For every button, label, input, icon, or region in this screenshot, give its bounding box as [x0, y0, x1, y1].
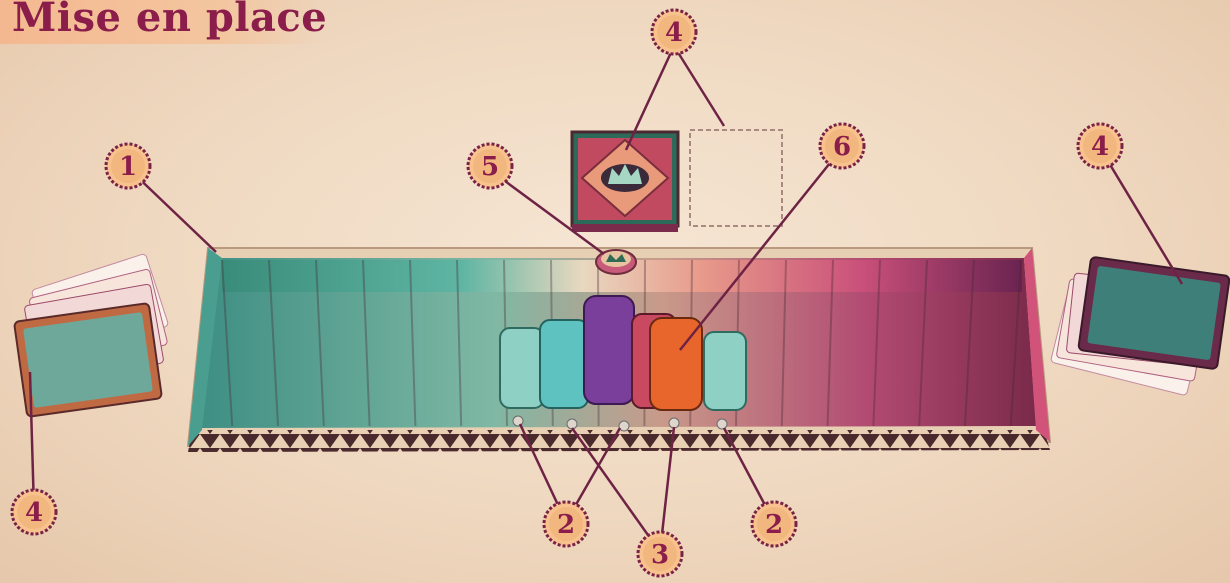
peg: [669, 418, 679, 428]
callout-number: 2: [765, 510, 783, 540]
callout-c1: 1: [106, 144, 150, 188]
peg: [717, 419, 727, 429]
callout-number: 1: [119, 152, 137, 182]
callout-c4-right: 4: [1078, 124, 1122, 168]
callout-number: 5: [481, 152, 499, 182]
standee-purple-king: [584, 296, 634, 404]
crown-deck: [572, 132, 678, 232]
callout-c5: 5: [468, 144, 512, 188]
callout-c4-left: 4: [12, 490, 56, 534]
callout-number: 4: [1091, 132, 1109, 162]
standee-green-guard: [704, 332, 746, 410]
standee-teal-jester: [540, 320, 588, 408]
callout-c2-right: 2: [752, 502, 796, 546]
callout-number: 4: [25, 498, 43, 528]
callout-number: 2: [557, 510, 575, 540]
callout-number: 6: [833, 132, 851, 162]
callout-c6: 6: [820, 124, 864, 168]
callout-c3: 3: [638, 532, 682, 576]
callout-number: 4: [665, 18, 683, 48]
callout-c4-top: 4: [652, 10, 696, 54]
callout-number: 3: [651, 540, 669, 570]
standee-green-knight: [500, 328, 544, 408]
callout-c2-left: 2: [544, 502, 588, 546]
board-bottom-border: [188, 430, 1050, 452]
right-card-fan: [1050, 257, 1229, 396]
peg: [567, 419, 577, 429]
empty-card-slot: [690, 130, 782, 226]
left-card-fan: [14, 253, 169, 417]
